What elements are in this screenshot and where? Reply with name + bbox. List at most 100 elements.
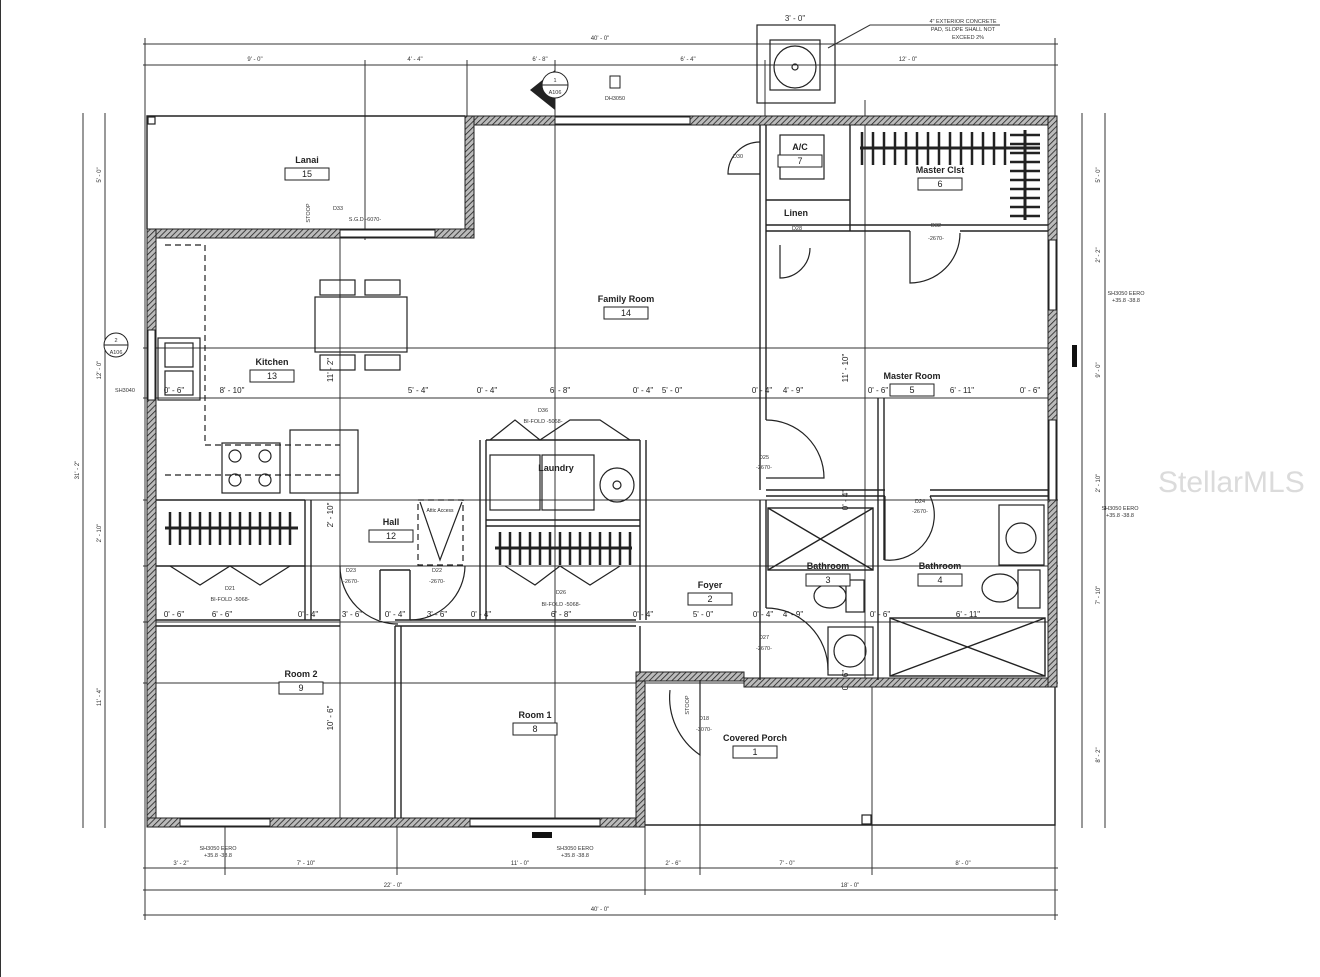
door-size: -3070- bbox=[696, 727, 712, 733]
door-size: BI-FOLD -5068- bbox=[523, 419, 562, 425]
dim-bottom: 11' - 0" bbox=[511, 861, 529, 867]
door-tags: D33 S.G.D -6070- STOOP D30 D28 D32 -2670… bbox=[210, 154, 944, 733]
room-name-master-clst: Master Clst bbox=[916, 165, 965, 175]
room-number-box bbox=[777, 154, 823, 168]
stoop-label: STOOP bbox=[306, 203, 312, 222]
dim-left: 5' - 0" bbox=[97, 167, 103, 182]
room-number-master-clst: 6 bbox=[937, 179, 942, 189]
dimension-row-lower: 0' - 6"6' - 6"0' - 4"3' - 6"0' - 4"3' - … bbox=[164, 610, 980, 619]
door-size: -2670- bbox=[756, 646, 772, 652]
dim-row-lower: 3' - 6" bbox=[342, 610, 363, 619]
dim-row-lower: 6' - 11" bbox=[956, 610, 980, 619]
dim-row-upper: 5' - 0" bbox=[662, 386, 683, 395]
room-name-foyer: Foyer bbox=[698, 580, 723, 590]
dim-right: 5' - 0" bbox=[1096, 167, 1102, 182]
room-name-bathroom4: Bathroom bbox=[919, 561, 962, 571]
pad-note: EXCEED 2% bbox=[952, 35, 984, 41]
room-number-box bbox=[249, 369, 295, 383]
dim-row-upper: 0' - 6" bbox=[164, 386, 185, 395]
section-number: 1 bbox=[553, 78, 556, 84]
room-name-porch: Covered Porch bbox=[723, 733, 787, 743]
room-number-box bbox=[687, 592, 733, 606]
door-tag: D25 bbox=[759, 455, 769, 461]
dim-row-lower: 0' - 6" bbox=[164, 610, 185, 619]
room-number-foyer: 2 bbox=[707, 594, 712, 604]
dim-row-upper: 5' - 4" bbox=[408, 386, 429, 395]
door-tag: S.G.D -6070- bbox=[349, 217, 382, 223]
dim-top: 9' - 0" bbox=[247, 57, 262, 63]
dim-row-lower: 0' - 4" bbox=[753, 610, 774, 619]
dim-bottom-mid: 18' - 0" bbox=[841, 883, 860, 889]
dim-left: 12' - 0" bbox=[97, 361, 103, 380]
door-swings bbox=[169, 141, 961, 757]
room-number-box bbox=[732, 745, 778, 759]
room-name-room2: Room 2 bbox=[284, 669, 317, 679]
window-tag: SH3050 EERO bbox=[200, 846, 238, 852]
room-number-room2: 9 bbox=[298, 683, 303, 693]
window-tag: +35.8 -38.8 bbox=[1106, 513, 1134, 519]
concrete-pad-note: 3' - 0" 4" EXTERIOR CONCRETE PAD, SLOPE … bbox=[785, 14, 1000, 49]
room-name-hall: Hall bbox=[383, 517, 400, 527]
dim-row-lower: 6' - 6" bbox=[212, 610, 233, 619]
dim-row-lower: 4' - 9" bbox=[783, 610, 804, 619]
dim-vertical: 0' - 4" bbox=[841, 490, 850, 511]
room-number-box bbox=[805, 573, 851, 587]
window-tag: SH3050 EERO bbox=[1108, 291, 1146, 297]
door-size: -2670- bbox=[928, 236, 944, 242]
room-name-family-room: Family Room bbox=[598, 294, 655, 304]
dim-row-lower: 0' - 6" bbox=[870, 610, 891, 619]
dim-left: 2' - 10" bbox=[97, 524, 103, 543]
room-number-box bbox=[889, 383, 935, 397]
dim-row-upper: 0' - 6" bbox=[1020, 386, 1041, 395]
room-number-bathroom4: 4 bbox=[937, 575, 942, 585]
dim-right: 9' - 0" bbox=[1096, 362, 1102, 377]
dim-right: 8' - 2" bbox=[1096, 747, 1102, 762]
exterior-walls bbox=[146, 115, 1058, 828]
open-area-outlines bbox=[146, 115, 1056, 826]
dim-top: 4' - 4" bbox=[407, 57, 422, 63]
room-number-box bbox=[603, 306, 649, 320]
room-name-master-room: Master Room bbox=[883, 371, 940, 381]
interior-walls bbox=[156, 125, 1048, 818]
room-name-attic: Attic Access bbox=[427, 508, 454, 514]
door-size: -2670- bbox=[429, 579, 445, 585]
dim-bottom: 7' - 0" bbox=[779, 861, 794, 867]
door-size: -2670- bbox=[756, 465, 772, 471]
room-dimension: 8' - 10" bbox=[220, 386, 245, 395]
dim-row-upper: 0' - 4" bbox=[477, 386, 498, 395]
door-size: BI-FOLD -5068- bbox=[541, 602, 580, 608]
window-tag: SH3050 EERO bbox=[557, 846, 595, 852]
window-tag: DH3050 bbox=[605, 96, 625, 102]
section-number: 2 bbox=[114, 338, 117, 344]
dim-right: 7' - 10" bbox=[1096, 586, 1102, 605]
dim-bottom: 7' - 10" bbox=[297, 861, 316, 867]
dim-vertical: 10' - 6" bbox=[326, 705, 335, 730]
dim-right: 2' - 2" bbox=[1096, 247, 1102, 262]
dim-left: 11' - 4" bbox=[97, 688, 103, 706]
room-number-box bbox=[917, 573, 963, 587]
room-number-bathroom3: 3 bbox=[825, 575, 830, 585]
dim-row-lower: 0' - 4" bbox=[385, 610, 406, 619]
dim-row-lower: 5' - 0" bbox=[693, 610, 714, 619]
window-tag: +35.8 -38.8 bbox=[204, 853, 232, 859]
fixtures bbox=[157, 24, 1045, 676]
dim-row-lower: 0' - 4" bbox=[298, 610, 319, 619]
pad-note: PAD, SLOPE SHALL NOT bbox=[931, 27, 996, 33]
dim-row-upper: 4' - 9" bbox=[783, 386, 804, 395]
dim-row-lower: 0' - 4" bbox=[471, 610, 492, 619]
window-tag: +35.8 -38.8 bbox=[561, 853, 589, 859]
window-tag: SH3050 EERO bbox=[1102, 506, 1140, 512]
dim-right: 2' - 10" bbox=[1096, 474, 1102, 493]
door-tag: D33 bbox=[333, 206, 343, 212]
dim-row-upper: 0' - 4" bbox=[633, 386, 654, 395]
door-tag: D27 bbox=[759, 635, 769, 641]
room-name-ac: A/C bbox=[792, 142, 808, 152]
dim-vertical: 2' - 10" bbox=[326, 502, 335, 527]
door-size: BI-FOLD -5068- bbox=[210, 597, 249, 603]
room-number-porch: 1 bbox=[752, 747, 757, 757]
dim-row-upper: 6' - 11" bbox=[950, 386, 974, 395]
dim-top: 12' - 0" bbox=[899, 57, 918, 63]
